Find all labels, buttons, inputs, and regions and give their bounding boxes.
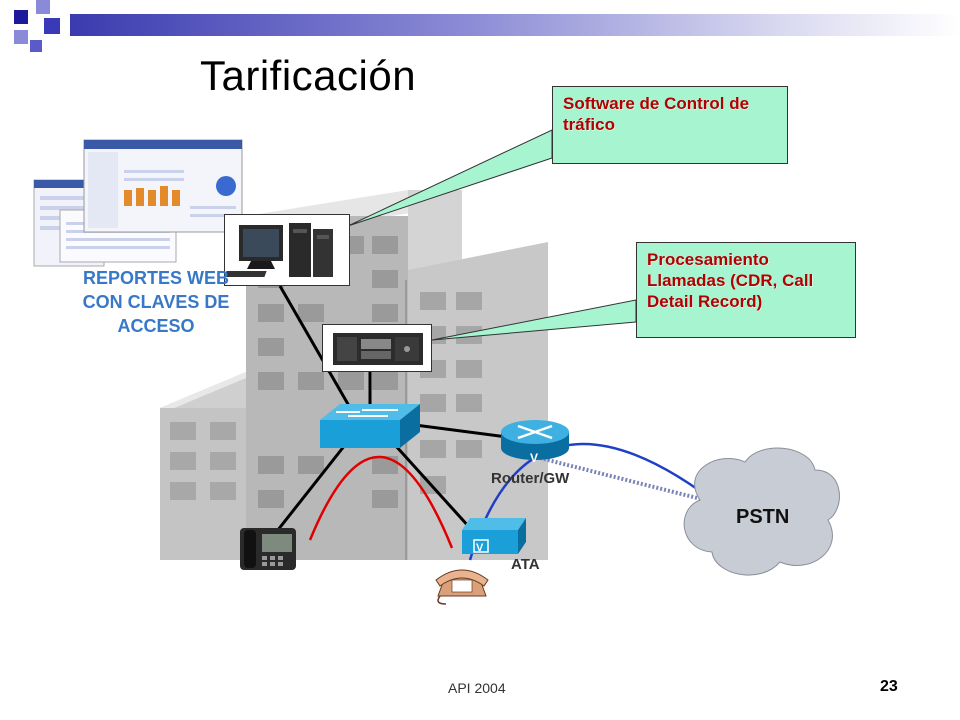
corner-decoration (14, 0, 60, 52)
server-icon (333, 333, 423, 365)
page-number: 23 (880, 678, 898, 695)
callout-traffic-control-software: Software de Control de tráfico (552, 86, 788, 164)
ip-phone-icon (240, 528, 296, 570)
web-reports-label: REPORTES WEB CON CLAVES DE ACCESO (56, 266, 256, 338)
router-icon: V (501, 420, 569, 465)
red-call-path (308, 455, 454, 549)
computer-icon (224, 223, 333, 277)
header-gradient-bar (70, 14, 960, 36)
web-reports-line-1: REPORTES WEB (82, 268, 229, 288)
building-right (405, 242, 548, 560)
pstn-label: PSTN (736, 506, 790, 528)
svg-text:V: V (476, 542, 484, 554)
slide-title: Tarificación (200, 52, 417, 99)
building-left (160, 372, 246, 560)
footer-text: API 2004 (448, 680, 506, 696)
pstn-cloud (683, 447, 840, 576)
web-reports-line-3: ACCESO (117, 316, 195, 336)
network-links (268, 285, 516, 541)
web-report-screens (33, 139, 243, 267)
traffic-control-computer (224, 214, 350, 286)
svg-text:V: V (530, 451, 538, 465)
ata-icon: V (462, 518, 526, 554)
switch-icon (320, 404, 420, 448)
web-reports-line-2: CON CLAVES DE (82, 292, 230, 312)
router-label: Router/GW (491, 470, 570, 487)
callout-call-processing: Procesamiento Llamadas (CDR, Call Detail… (636, 242, 856, 338)
cdr-processing-server (322, 324, 432, 372)
ata-label: ATA (511, 556, 540, 573)
analog-phone-icon (435, 569, 489, 605)
